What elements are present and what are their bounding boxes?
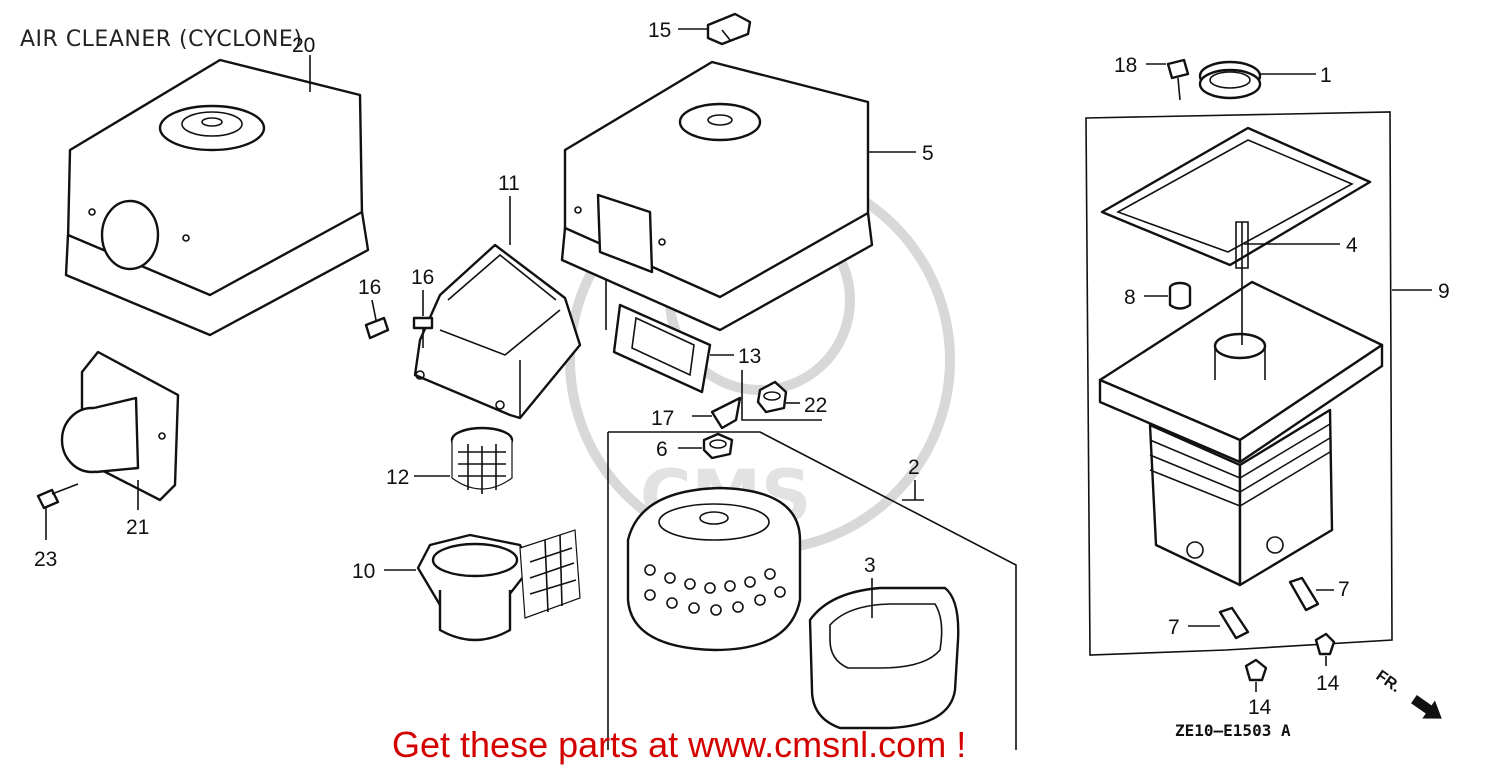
part-18-bolt[interactable] bbox=[1166, 58, 1190, 101]
part-11-cyclone-duct[interactable] bbox=[413, 243, 582, 420]
callout-18: 18 bbox=[1114, 54, 1137, 77]
part-14-grommet-b[interactable] bbox=[1314, 632, 1336, 656]
callout-20: 20 bbox=[292, 34, 315, 57]
callout-7b: 7 bbox=[1338, 578, 1350, 601]
callout-8: 8 bbox=[1124, 286, 1136, 309]
part-7-pin-a[interactable] bbox=[1218, 606, 1250, 640]
callout-1: 1 bbox=[1320, 64, 1332, 87]
front-direction-marker: FR. bbox=[1373, 667, 1442, 719]
diagram-code: ZE10—E1503 A bbox=[1175, 721, 1291, 740]
advert-banner[interactable]: Get these parts at www.cmsnl.com ! bbox=[392, 724, 966, 765]
part-23-bolt[interactable] bbox=[36, 483, 79, 510]
callout-23: 23 bbox=[34, 548, 57, 571]
part-10-cup[interactable] bbox=[416, 529, 581, 642]
part-8-collar[interactable] bbox=[1168, 281, 1192, 310]
part-14-grommet-a[interactable] bbox=[1244, 658, 1268, 682]
part-16-screw-b[interactable] bbox=[412, 316, 434, 348]
callout-5: 5 bbox=[922, 142, 934, 165]
part-6-nut[interactable] bbox=[702, 432, 734, 460]
callout-7a: 7 bbox=[1168, 616, 1180, 639]
part-17-wing-nut[interactable] bbox=[710, 396, 742, 430]
callout-21: 21 bbox=[126, 516, 149, 539]
part-9-case[interactable] bbox=[1098, 221, 1384, 587]
callout-17: 17 bbox=[651, 407, 674, 430]
part-4-gasket[interactable] bbox=[1100, 126, 1372, 267]
part-2-element[interactable] bbox=[626, 486, 802, 652]
callout-14b: 14 bbox=[1316, 672, 1340, 695]
front-marker-label: FR. bbox=[1373, 667, 1404, 696]
callout-3: 3 bbox=[864, 554, 876, 577]
page-title: AIR CLEANER (CYCLONE) bbox=[20, 27, 302, 52]
part-15-clip[interactable] bbox=[706, 12, 752, 46]
callout-2: 2 bbox=[908, 456, 920, 479]
part-22-nut[interactable] bbox=[756, 380, 788, 414]
callout-22: 22 bbox=[804, 394, 827, 417]
part-12-screen[interactable] bbox=[450, 426, 514, 494]
callout-12: 12 bbox=[386, 466, 409, 489]
callout-10: 10 bbox=[352, 560, 375, 583]
front-arrow-icon bbox=[1411, 695, 1442, 719]
callout-9: 9 bbox=[1438, 280, 1450, 303]
callout-16a: 16 bbox=[358, 276, 381, 299]
callout-13: 13 bbox=[738, 345, 761, 368]
part-1-ring[interactable] bbox=[1198, 60, 1262, 100]
part-21-elbow[interactable] bbox=[60, 350, 180, 502]
callout-6: 6 bbox=[656, 438, 668, 461]
part-16-screw-a[interactable] bbox=[364, 316, 390, 340]
part-13-gasket[interactable] bbox=[612, 303, 712, 394]
callout-14a: 14 bbox=[1248, 696, 1272, 719]
part-5-cover[interactable] bbox=[560, 60, 874, 332]
part-7-pin-b[interactable] bbox=[1288, 576, 1320, 612]
part-3-foam[interactable] bbox=[808, 586, 960, 730]
callout-16b: 16 bbox=[411, 266, 434, 289]
callout-15: 15 bbox=[648, 19, 671, 42]
callout-11: 11 bbox=[498, 172, 520, 195]
part-20-outer-cover[interactable] bbox=[64, 58, 370, 337]
callout-4: 4 bbox=[1346, 234, 1358, 257]
